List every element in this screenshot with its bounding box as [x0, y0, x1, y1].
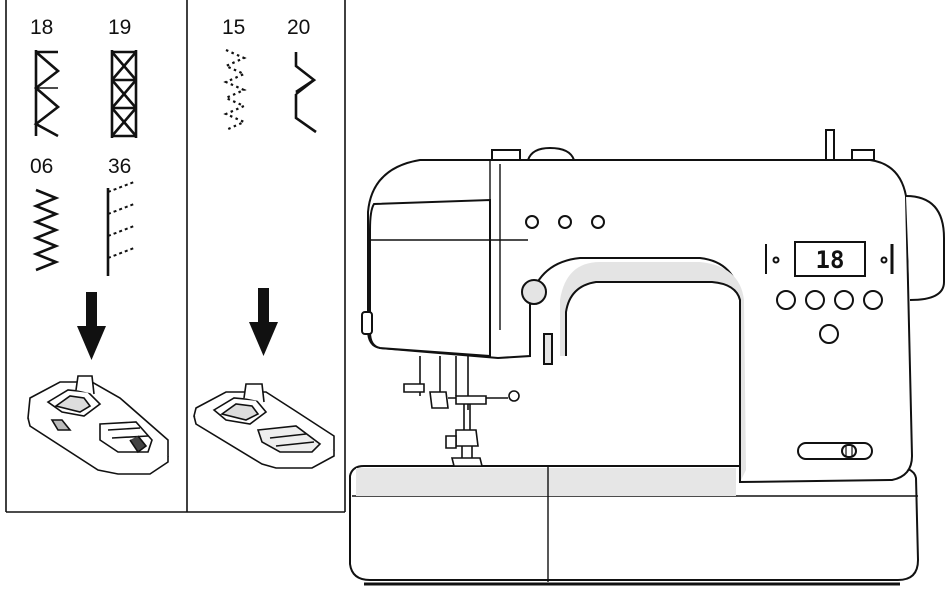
stitch-number-label: 20	[287, 16, 310, 39]
stitch-number-label: 19	[108, 16, 131, 39]
sewing-machine	[349, 129, 945, 586]
arrow-down-icon	[77, 292, 106, 360]
zigzag-stitch-icon	[32, 188, 60, 272]
machine-display	[794, 241, 866, 277]
machine-button	[558, 215, 572, 229]
stitch-number-label: 36	[108, 155, 131, 178]
stitch-number-label: 18	[30, 16, 53, 39]
stitch-number-label: 15	[222, 16, 245, 39]
control-button	[863, 290, 883, 310]
speed-slider	[797, 442, 873, 460]
stitch-number-label: 06	[30, 155, 53, 178]
stitch-panel-frame	[5, 0, 346, 513]
machine-button	[591, 215, 605, 229]
blind-hem-stitch-icon	[294, 52, 317, 134]
blanket-stitch-icon	[106, 181, 135, 276]
machine-dial	[521, 279, 547, 305]
control-button	[805, 290, 825, 310]
display-readout: 18	[816, 246, 845, 274]
satin-foot-icon	[27, 375, 169, 475]
control-button	[834, 290, 854, 310]
triangle-stitch-icon	[33, 50, 61, 138]
machine-button	[525, 215, 539, 229]
standard-foot-icon	[193, 383, 335, 469]
control-button	[776, 290, 796, 310]
arrow-down-icon	[249, 288, 278, 356]
multi-zigzag-stitch-icon	[223, 48, 247, 132]
needle-assembly	[403, 356, 520, 467]
control-button	[819, 324, 839, 344]
cross-stitch-icon	[110, 50, 138, 138]
